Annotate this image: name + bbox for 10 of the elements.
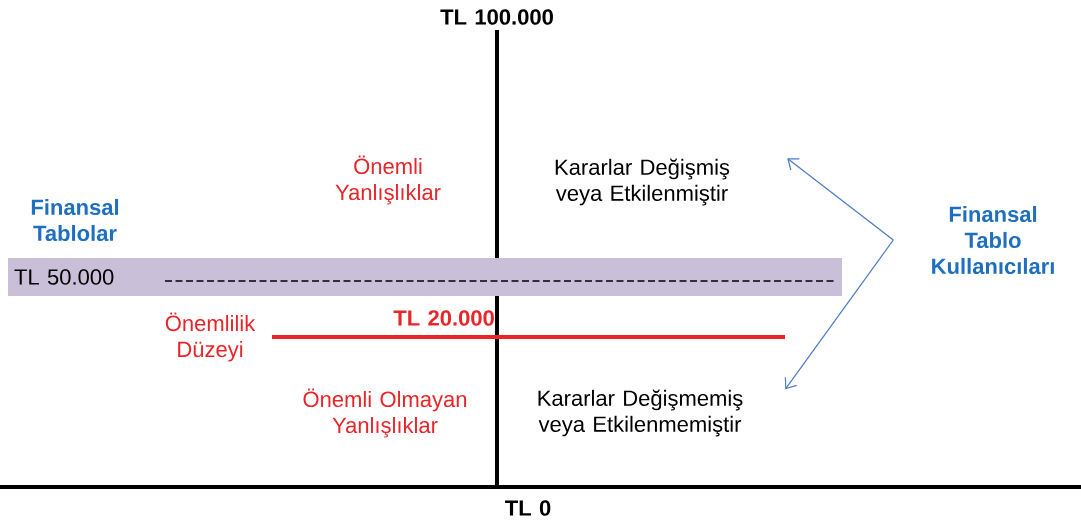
text-label: Önemli Olmayan Yanlışlıklar [303,388,467,438]
text-label: Önemli Yanlışlıklar [335,155,441,205]
text-label: Finansal Tablo Kullanıcıları [932,205,1054,275]
threshold-band: TL 50.000 [8,258,842,296]
text-label: TL 0 [505,500,551,516]
text-label: Kararlar Değişmiş veya Etkilenmiştir [555,158,730,206]
text-label: Kararlar Değişmemiş veya Etkilenmemiştir [538,389,743,437]
arrow [787,158,894,241]
text-label: TL 100.000 [440,9,553,25]
arrow [784,239,894,390]
